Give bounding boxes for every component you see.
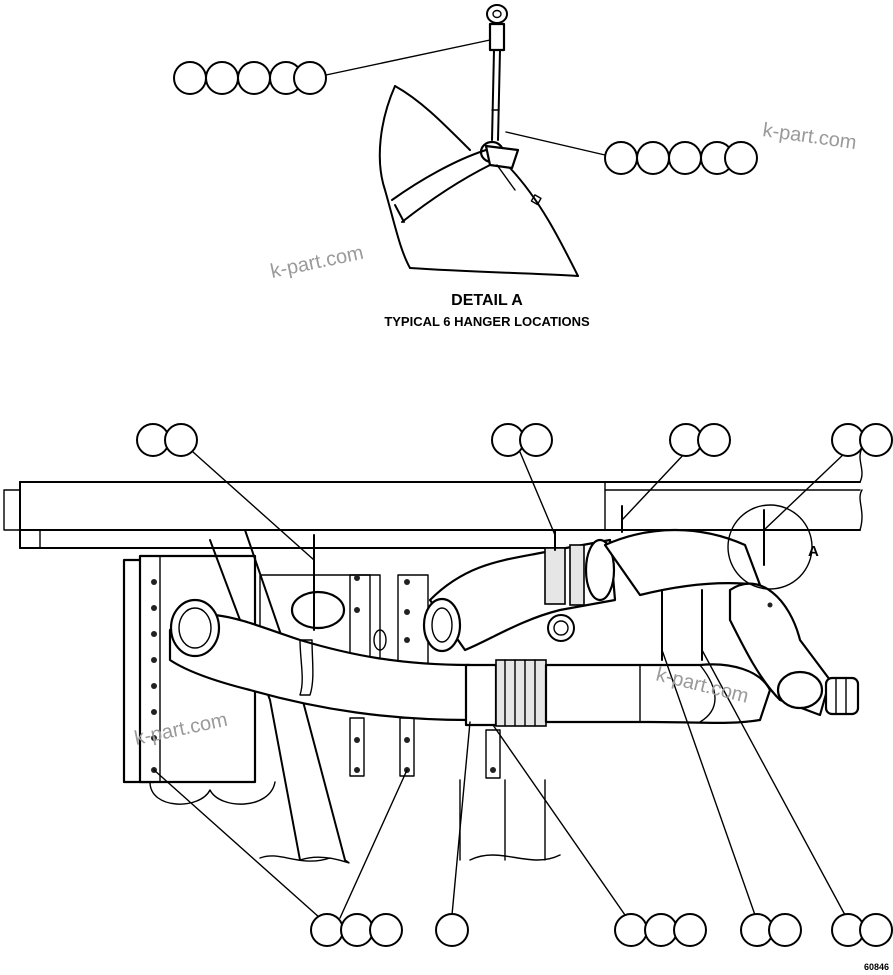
leader-main-top-2 [519,451,556,536]
leader-main-bottom-1b [339,769,408,919]
callout-group-main-bottom-3[interactable] [614,913,707,947]
watermark: k-part.com [761,119,858,154]
exhaust-outlet [728,582,860,717]
exhaust-pipe-lower [464,659,772,727]
detail-a-circle[interactable] [727,504,813,590]
callout-group-main-top-3[interactable] [669,423,731,457]
callout-group-main-bottom-4[interactable] [740,913,802,947]
leader-detail-upper [325,39,491,76]
callout-group-main-bottom-1[interactable] [310,913,403,947]
detail-title: DETAIL A [451,292,523,309]
turnbuckle [488,22,506,52]
callout-group-main-top-2[interactable] [491,423,553,457]
detail-a-drawing [378,4,579,277]
detail-subtitle: TYPICAL 6 HANGER LOCATIONS [384,314,590,329]
leader-main-bottom-3 [492,724,626,916]
detail-a-callout-letter: A [808,543,819,560]
callout-group-main-bottom-2[interactable] [435,913,469,947]
callout-group-main-top-1[interactable] [136,423,198,457]
callout-group-main-bottom-5[interactable] [831,913,893,947]
leader-main-bottom-4 [661,649,756,916]
eye-bolt [486,4,508,24]
leader-detail-lower [505,131,606,156]
exhaust-pipe-left [168,590,472,722]
exhaust-pipe-upper [422,528,762,653]
callout-group-main-top-4[interactable] [831,423,893,457]
figure-number: 60846 [864,962,889,972]
leader-main-bottom-2 [451,721,471,916]
watermark: k-part.com [268,242,365,283]
frame-rail [3,447,863,549]
leader-main-top-3 [621,451,687,521]
leader-main-top-4 [763,451,847,531]
callout-group-detail-upper[interactable] [173,61,327,95]
leader-main-bottom-5 [701,649,846,916]
leader-main-top-1 [192,451,315,561]
leader-main-bottom-1a [153,769,321,919]
callout-group-detail-lower[interactable] [604,141,758,175]
